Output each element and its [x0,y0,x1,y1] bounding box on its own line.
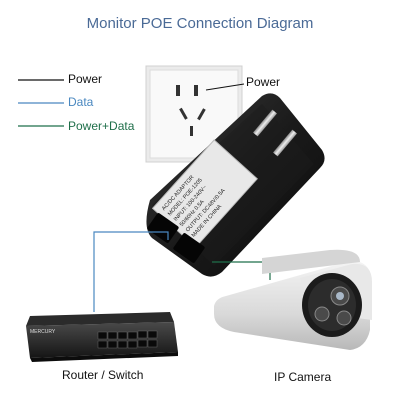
diagram-title: Monitor POE Connection Diagram [86,15,314,32]
ip-camera [214,249,372,350]
ip-camera-label: IP Camera [274,370,332,384]
svg-text:MERCURY: MERCURY [30,329,56,335]
legend-power-label: Power [68,72,103,86]
power-label: Power [246,75,281,89]
data-cable [93,231,169,312]
router-switch-label: Router / Switch [62,368,144,382]
legend-power-data-label: Power+Data [68,119,135,133]
router-switch: MERCURY [26,312,178,362]
legend-data-label: Data [68,95,94,109]
poe-adapter [146,93,325,277]
power-pointer-line [205,83,245,91]
